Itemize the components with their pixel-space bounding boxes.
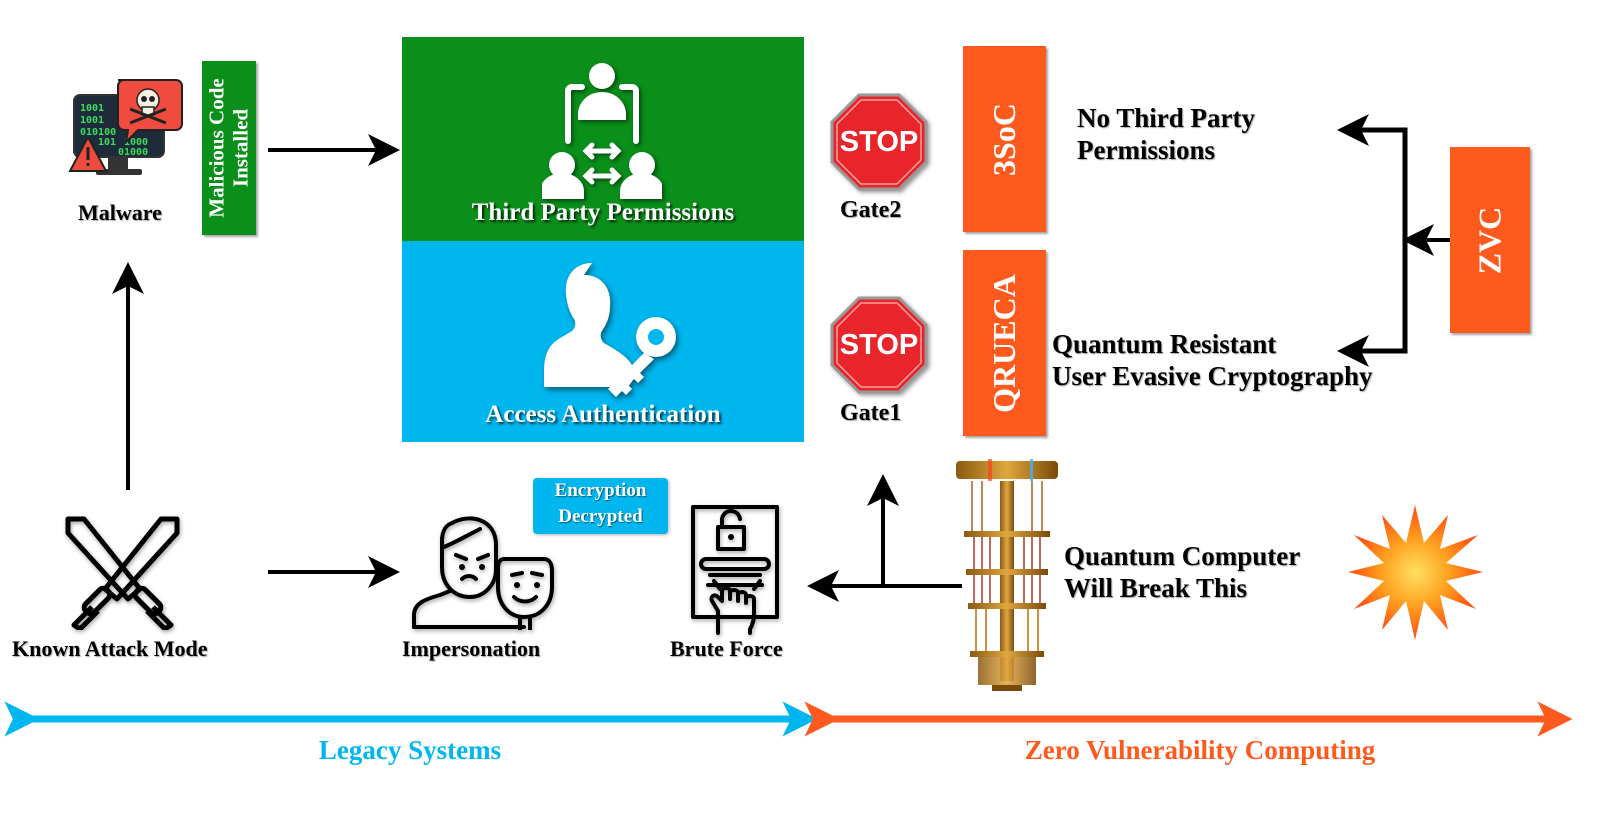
zvc-bracket: [1348, 127, 1408, 354]
no-third-party-label: No Third Party Permissions: [1077, 102, 1255, 166]
malicious-code-installed-box: Malicious Code Installed: [202, 61, 256, 235]
encryption-line1: Encryption: [554, 480, 647, 501]
zvc-box: ZVC: [1450, 147, 1530, 333]
quantum-resistant-line2: User Evasive Cryptography: [1052, 361, 1373, 391]
third-party-permissions-label: Third Party Permissions: [471, 199, 735, 226]
person-mask-icon: [412, 515, 562, 635]
encryption-line2: Decrypted: [558, 506, 643, 527]
stop-sign-gate1-icon: STOP: [830, 296, 928, 399]
malware-icon: 1001 1001 010100 101 1000 01000: [68, 75, 186, 190]
svg-text:01000: 01000: [118, 147, 148, 158]
known-attack-mode-label: Known Attack Mode: [12, 636, 208, 661]
stop-text: STOP: [840, 329, 918, 361]
crossed-swords-icon: [60, 515, 185, 635]
3soc-label: 3SoC: [986, 102, 1022, 176]
impersonation-label: Impersonation: [402, 636, 541, 661]
malicious-code-line2: Installed: [229, 108, 254, 188]
people-exchange-icon: [540, 59, 664, 204]
zero-vulnerability-computing-label: Zero Vulnerability Computing: [1024, 735, 1376, 765]
user-key-icon: [542, 261, 682, 406]
malware-label: Malware: [78, 200, 162, 225]
svg-text:1000: 1000: [124, 137, 148, 148]
access-authentication-label: Access Authentication: [485, 401, 721, 428]
encryption-decrypted-badge: Encryption Decrypted: [533, 478, 668, 534]
qrueca-label: QRUECA: [986, 273, 1023, 413]
legacy-systems-label: Legacy Systems: [318, 735, 502, 765]
quantum-resistant-line1: Quantum Resistant: [1052, 329, 1277, 359]
brute-force-label: Brute Force: [670, 636, 783, 661]
quantum-computer-label: Quantum Computer Will Break This: [1064, 540, 1300, 604]
access-authentication-panel: Access Authentication: [402, 241, 804, 442]
stop-sign-gate2-icon: STOP: [830, 93, 928, 196]
quantum-computer-line1: Quantum Computer: [1064, 541, 1301, 571]
qrueca-box: QRUECA: [963, 250, 1046, 436]
stop-text: STOP: [840, 126, 918, 158]
gate2-label: Gate2: [840, 197, 902, 223]
3soc-box: 3SoC: [963, 46, 1046, 232]
svg-text:1001: 1001: [80, 103, 104, 114]
quantum-computer-line2: Will Break This: [1064, 573, 1248, 603]
gate1-label: Gate1: [840, 400, 902, 426]
quantum-resistant-label: Quantum Resistant User Evasive Cryptogra…: [1052, 328, 1373, 392]
zvc-label: ZVC: [1471, 206, 1508, 274]
third-party-permissions-panel: Third Party Permissions: [402, 37, 804, 243]
svg-text:1001: 1001: [80, 115, 104, 126]
no-third-party-line1: No Third Party: [1077, 103, 1256, 133]
malicious-code-line1: Malicious Code: [205, 78, 230, 218]
svg-text:101: 101: [98, 137, 116, 148]
quantum-computer-chandelier-icon: [952, 453, 1062, 698]
svg-text:010100: 010100: [80, 127, 116, 138]
hand-unlock-icon: [690, 505, 780, 640]
no-third-party-line2: Permissions: [1077, 135, 1215, 165]
explosion-burst-icon: [1348, 505, 1483, 645]
